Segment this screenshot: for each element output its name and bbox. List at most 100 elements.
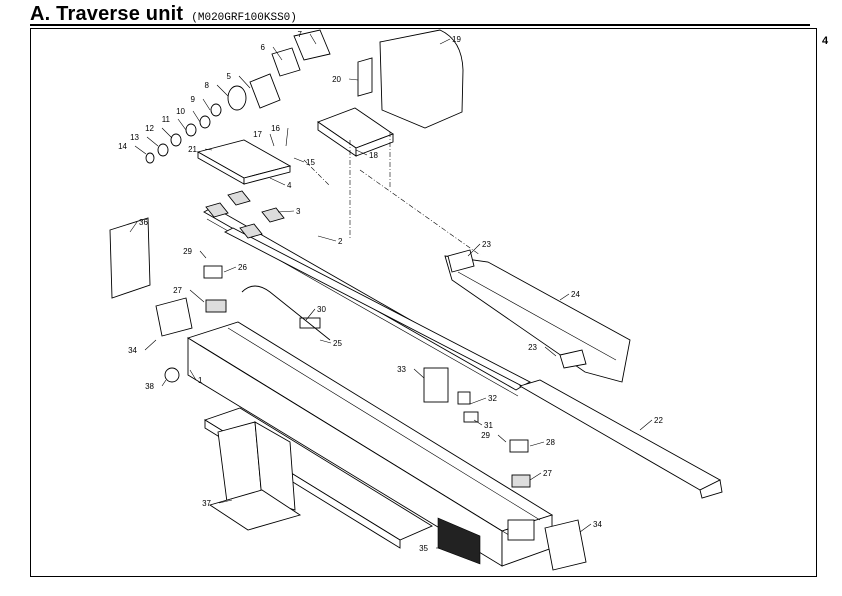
drawing-frame (30, 28, 817, 577)
leader-line (238, 75, 251, 89)
part-number-label: 31 (484, 421, 493, 430)
part-number-label: 17 (253, 130, 262, 139)
leader-line (319, 339, 332, 344)
part-number-label: 28 (546, 438, 555, 447)
carriage-blocks (205, 190, 285, 239)
leader-line (218, 499, 233, 504)
main-beam (186, 321, 554, 567)
part-number-label: 12 (145, 124, 154, 133)
part-number-label: 27 (173, 286, 182, 295)
leader-line (134, 145, 147, 155)
leader-line (161, 379, 167, 387)
part-number-label: 33 (397, 365, 406, 374)
leader-line (309, 33, 317, 45)
part-number-label: 8 (205, 81, 210, 90)
cable-chain (444, 255, 631, 383)
leader-line (439, 38, 451, 45)
leader-line (317, 235, 337, 242)
leader-line (272, 46, 283, 61)
end-plate (109, 217, 151, 299)
bracket-plate (317, 107, 394, 157)
model-code: (M020GRF100KSS0) (191, 12, 297, 24)
part-number-label: 4 (287, 181, 292, 190)
part-number-label: 22 (654, 416, 663, 425)
stand (203, 407, 433, 549)
leader-line (559, 293, 570, 301)
leader-line (223, 266, 237, 273)
part-number-label: 20 (332, 75, 341, 84)
part-number-label: 30 (317, 305, 326, 314)
leader-line (348, 78, 359, 81)
leader-line (497, 434, 507, 443)
part-number-label: 21 (188, 145, 197, 154)
part-number-label: 29 (481, 431, 490, 440)
center-lines (303, 132, 481, 256)
cable-tray (518, 379, 723, 499)
cover (357, 29, 464, 129)
leader-line (269, 133, 275, 147)
leader-line (144, 339, 157, 351)
part-number-label: 24 (571, 290, 580, 299)
part-number-label: 23 (528, 343, 537, 352)
leader-line (529, 441, 545, 447)
part-number-label: 19 (452, 35, 461, 44)
part-number-label: 26 (238, 263, 247, 272)
part-number-label: 7 (298, 30, 303, 39)
leader-line (216, 84, 229, 97)
leader-line (129, 221, 138, 233)
part-number-label: 18 (369, 151, 378, 160)
leader-line (199, 250, 207, 259)
part-number-label: 6 (261, 43, 266, 52)
leader-line (473, 419, 483, 426)
leader-line (413, 368, 425, 379)
leader-line (544, 346, 557, 357)
header: A. Traverse unit (M020GRF100KSS0) (30, 3, 297, 26)
rack (224, 227, 531, 387)
part-number-label: 25 (333, 339, 342, 348)
leader-line (293, 157, 305, 163)
part-number-label: 11 (162, 115, 171, 124)
part-number-label: 1 (198, 376, 203, 385)
part-number-label: 16 (271, 124, 280, 133)
leader-line (529, 472, 542, 481)
beam-window-cover (437, 517, 481, 565)
part-number-label: 32 (488, 394, 497, 403)
leader-line (355, 149, 368, 156)
part-number-label: 9 (191, 95, 196, 104)
part-number-label: 34 (128, 346, 137, 355)
part-number-label: 15 (306, 158, 315, 167)
end-caps (155, 297, 587, 571)
leader-line (146, 136, 159, 147)
part-number-label: 34 (593, 520, 602, 529)
leader-line (177, 118, 187, 131)
part-number-label: 35 (419, 544, 428, 553)
part-number-label: 36 (139, 218, 148, 227)
leader-line (204, 148, 213, 151)
leader-line (189, 289, 205, 303)
part-number-label: 38 (145, 382, 154, 391)
part-number-label: 2 (338, 237, 343, 246)
leader-line (202, 98, 211, 111)
part-number-label: 13 (130, 133, 139, 142)
leader-line (285, 127, 289, 147)
part-number-label: 5 (227, 72, 232, 81)
leader-line (469, 397, 487, 405)
part-number-label: 10 (176, 107, 185, 116)
leader-line (579, 523, 592, 533)
leader-line (639, 419, 653, 431)
leader-line (192, 110, 201, 123)
part-number-label: 37 (202, 499, 211, 508)
chain-brackets (447, 249, 587, 369)
part-number-label: 3 (296, 207, 301, 216)
part-number-label: 29 (183, 247, 192, 256)
leader-line (277, 210, 295, 213)
page-title: A. Traverse unit (30, 3, 184, 25)
part-number-label: 14 (118, 142, 127, 151)
title-underline (30, 24, 810, 26)
part-number-label: 27 (543, 469, 552, 478)
leader-line (161, 127, 173, 139)
small-parts (164, 265, 531, 488)
leader-line (467, 243, 481, 257)
leader-line (269, 177, 286, 186)
